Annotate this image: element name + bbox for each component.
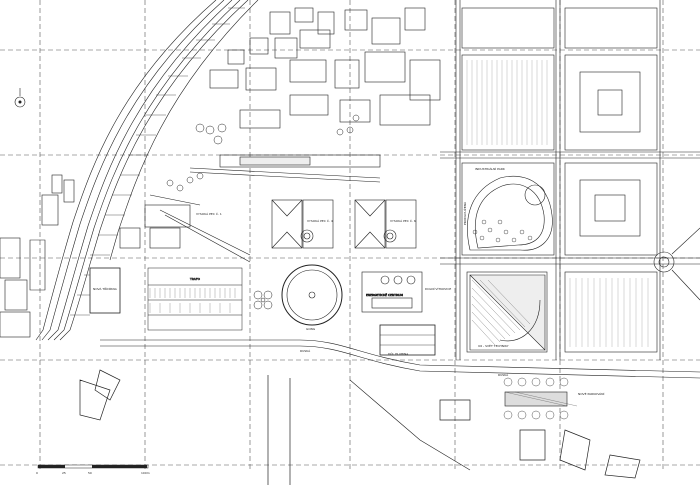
svet-techniky [466, 271, 548, 353]
label-vysoka-pec-4: VYSOKÁ PEC Č. 4 [307, 218, 333, 223]
industrial-park-trees [472, 219, 533, 243]
scale-tick-100: 100m [141, 471, 150, 475]
label-energeticke-centrum: ENERGETICKÉ CENTRUM [366, 292, 403, 297]
label-gong: GONG [306, 327, 316, 331]
west-buildings [0, 174, 75, 338]
label-vysoka-pec-1: VYSOKÁ PEC Č. 1 [196, 211, 222, 216]
energeticke-centrum: ENERGETICKÉ CENTRUM [361, 271, 423, 313]
scale-tick-50: 50 [88, 471, 92, 475]
reference-grid [0, 0, 700, 470]
label-u6-svet-techniky: U6 - SVĚT TECHNIKY [478, 343, 509, 348]
trafo-parking-hatch [149, 288, 236, 313]
label-ruska-street: RUSKÁ [300, 348, 311, 353]
label-vysoka-pec-6: VYSOKÁ PEC Č. 6 [390, 218, 416, 223]
label-ruska-street-east: RUSKÁ [498, 372, 509, 377]
gong-gasholder: GONG [281, 264, 343, 331]
street-network [100, 0, 700, 471]
label-dolni-vitkovice: DOLNÍ VÍTKOVICE [425, 286, 451, 291]
railway-corridor [35, 0, 259, 341]
scale-bar: 0 25 50 100m [36, 464, 150, 475]
east-parking-hatch [466, 60, 649, 347]
blast-furnace-zone [119, 199, 417, 249]
scale-tick-0: 0 [36, 471, 38, 475]
label-nova-parkovani: NOVÉ PARKOVÁNÍ [578, 391, 604, 396]
label-prodlouzena: PRODLOUŽENÁ [462, 201, 467, 225]
nova-parkovani-circles [503, 377, 569, 420]
label-trafo: TRAFO [189, 277, 201, 281]
label-nova-tridirna: NOVÁ TŘÍDÍRNA [93, 286, 118, 291]
label-industrial-park: INDUSTRIÁLNÍ PARK [475, 166, 506, 171]
dul-hlubina: DŮL HLUBINA [379, 324, 436, 356]
trafo-parking: TRAFO [147, 267, 243, 331]
conveyor-band [149, 154, 381, 263]
nova-parkovani: NOVÉ PARKOVÁNÍ [504, 391, 604, 407]
scale-tick-25: 25 [62, 471, 66, 475]
svet-techniky-hatch [471, 279, 531, 346]
gong-circles [253, 290, 273, 310]
north-buildings [209, 7, 441, 129]
east-parking-blocks [461, 7, 658, 353]
label-dul-hlubina: DŮL HLUBINA [388, 351, 409, 356]
nova-tridirna-building: NOVÁ TŘÍDÍRNA [89, 267, 121, 314]
north-circles [166, 114, 360, 192]
south-blocks [79, 369, 641, 485]
north-arrow-icon [14, 88, 26, 108]
